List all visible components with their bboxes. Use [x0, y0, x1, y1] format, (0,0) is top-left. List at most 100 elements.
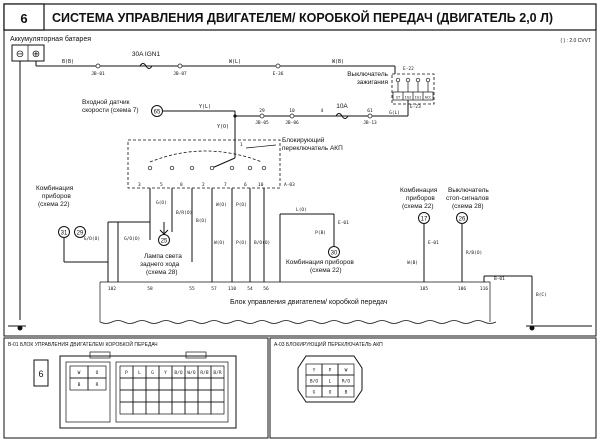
header-frame: [3, 3, 597, 31]
svg-text:5: 5: [160, 182, 163, 188]
wire-code-go-3: G(O): [156, 200, 167, 206]
connector-e01-center: E-01: [338, 220, 349, 226]
ecu-frame: [99, 281, 491, 322]
inhibitor-pin-top: 1: [240, 142, 243, 148]
svg-text:31: 31: [61, 231, 68, 237]
svg-text:30: 30: [331, 251, 338, 257]
ground-icon-left: [8, 325, 26, 331]
b01-grid-cell-label: W: [78, 370, 81, 376]
ign-pos-st: ST: [396, 96, 401, 100]
b01-grid-cell: [119, 377, 134, 391]
svg-text:25: 25: [161, 239, 168, 245]
wire-code-bro: B/R(O): [176, 210, 192, 216]
ignition-switch-label-1: Выключатель: [347, 71, 388, 78]
b01-grid-cell: [132, 401, 147, 415]
b01-grid-cell-label: B: [78, 382, 81, 388]
b01-grid-cell: [145, 377, 160, 391]
a03-panel-title: A-03 БЛОКИРУЮЩИЙ ПЕРЕКЛЮЧАТЕЛЬ АКП: [274, 340, 383, 348]
b01-grid-cell-label: O: [96, 370, 99, 376]
connector-e23: E-23: [410, 104, 421, 110]
svg-text:116: 116: [480, 286, 488, 292]
right-cluster-ref: [418, 212, 430, 224]
pin-29: 29: [259, 108, 265, 114]
a03-grid-cell-label: L: [329, 378, 332, 384]
side-section-number: 6: [38, 369, 43, 379]
svg-text:57: 57: [211, 286, 217, 292]
left-cluster-label-2: приборов: [42, 192, 71, 200]
right-cluster-label-2: приборов: [406, 194, 435, 202]
a03-grid-cell-label: W: [345, 367, 348, 373]
fuse-30a-label: 30A IGN1: [132, 51, 161, 58]
diagram-frame: [3, 29, 597, 337]
ign-pos-ig2: IG2: [405, 96, 412, 100]
pin-61: 61: [367, 108, 373, 114]
ignition-switch-symbol: [391, 73, 435, 105]
right-cluster-label-3: (схема 22): [402, 203, 434, 210]
left-cluster-label-3: (схема 22): [38, 201, 70, 208]
wire-code-gl: G(L): [389, 110, 400, 116]
ecu-label: Блок управления двигателем/ коробкой пер…: [230, 298, 388, 306]
wire-code-center-6: B/O(O): [254, 240, 270, 246]
connector-a03: A-03: [284, 182, 295, 188]
b01-grid-cell: [197, 401, 212, 415]
b01-grid-cell-label: B/R: [213, 370, 221, 376]
b01-grid-cell: [145, 401, 160, 415]
a03-grid-cell-label: G: [313, 389, 316, 395]
ignition-switch-label-2: зажигания: [357, 79, 389, 86]
connector-jb06: JB-06: [285, 120, 299, 126]
wire-code-wb: W(B): [332, 59, 344, 65]
svg-text:55: 55: [189, 286, 195, 292]
brake-switch-ref: [456, 212, 468, 224]
center-cluster-ref: [328, 246, 340, 258]
b01-grid-cell: [210, 401, 225, 415]
b01-grid-cell: [171, 377, 186, 391]
connector-e36: E-36: [273, 71, 284, 77]
svg-text:54: 54: [247, 286, 253, 292]
left-cluster-ref-31: [58, 226, 70, 238]
b01-grid-cell-label: P: [125, 370, 128, 376]
inhibitor-label-2: переключатель АКП: [282, 145, 343, 152]
svg-text:58: 58: [147, 286, 153, 292]
wire-code-bb: B(B): [62, 59, 74, 65]
b01-grid-cell-label: R: [96, 382, 99, 388]
b01-grid-cell-label: Y: [164, 370, 167, 376]
svg-text:10: 10: [258, 182, 264, 188]
svg-text:105: 105: [420, 286, 428, 292]
wire-code-rbo: R/B(O): [466, 250, 482, 256]
inhibitor-switch-symbol: [127, 139, 281, 189]
svg-text:26: 26: [459, 217, 466, 223]
connector-b01: B-01: [494, 276, 505, 282]
wire-code-wl: W(L): [229, 59, 241, 65]
wire-code-center-7: L(O): [296, 207, 307, 213]
connector-e22: E-22: [403, 66, 414, 72]
a03-grid-cell-label: P: [329, 367, 332, 373]
ecu-cut-edge: [99, 320, 497, 324]
connector-jb07: JB-07: [173, 71, 187, 77]
center-cluster-label-2: (схема 22): [310, 267, 342, 274]
wire-code-bc: B(C): [536, 292, 547, 298]
connector-jb01: JB-01: [91, 71, 105, 77]
brake-switch-label-1: Выключатель: [448, 187, 489, 194]
b01-grid-cell-label: B/O: [174, 370, 182, 376]
variant-note: ( ) : 2.0 CVVT: [560, 38, 591, 44]
wire-code-go-2: G/O(O): [124, 236, 140, 242]
b01-grid-cell: [210, 389, 225, 403]
b01-grid-cell-label: R/B: [200, 370, 208, 376]
b01-grid-cell: [132, 377, 147, 391]
b01-grid-cell: [197, 377, 212, 391]
fuse-30a-icon: [139, 63, 153, 69]
svg-text:56: 56: [263, 286, 269, 292]
b01-panel: [3, 337, 269, 439]
left-cluster-label-1: Комбинация: [36, 184, 74, 192]
b01-grid-cell: [158, 377, 173, 391]
ign-pos-ig1: IG1: [415, 96, 422, 100]
fuse-10a-label: 10A: [336, 103, 348, 110]
a03-grid-cell-label: Y: [313, 367, 316, 373]
brake-switch-label-2: стоп-сигналов: [446, 195, 489, 202]
b01-grid-cell: [132, 389, 147, 403]
b01-grid-cell-label: L: [138, 370, 141, 376]
b01-grid-cell: [184, 401, 199, 415]
b01-grid-cell: [184, 389, 199, 403]
a03-connector-face: [297, 355, 363, 403]
